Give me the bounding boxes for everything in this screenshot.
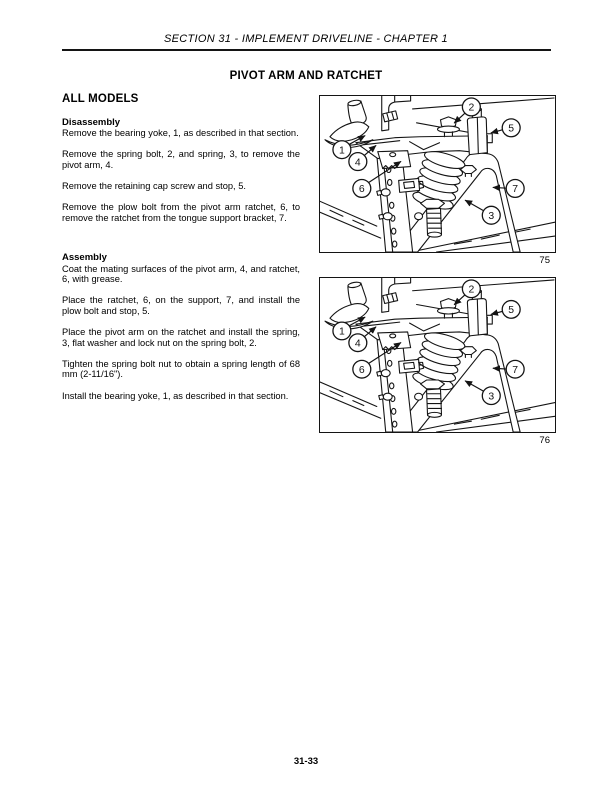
disassembly-heading: Disassembly	[62, 116, 121, 128]
figure-76-number: 76	[539, 435, 550, 446]
figure-76	[319, 277, 556, 433]
disassembly-paragraph: Remove the plow bolt from the pivot arm …	[62, 201, 300, 223]
page-title: PIVOT ARM AND RATCHET	[229, 70, 383, 82]
assembly-paragraph: Place the pivot arm on the ratchet and i…	[62, 327, 300, 348]
page-number: 31-33	[293, 756, 319, 767]
disassembly-paragraph: Remove the bearing yoke, 1, as described…	[62, 128, 299, 139]
figure-75-illustration	[320, 96, 555, 252]
page-header: SECTION 31 - IMPLEMENT DRIVELINE - CHAPT…	[164, 33, 448, 45]
assembly-paragraph: Place the ratchet, 6, on the support, 7,…	[62, 295, 300, 317]
assembly-paragraph: Install the bearing yoke, 1, as describe…	[62, 390, 289, 401]
header-rule	[62, 49, 551, 51]
disassembly-paragraph: Remove the retaining cap screw and stop,…	[62, 180, 246, 191]
figure-75	[319, 95, 556, 253]
disassembly-paragraph: Remove the spring bolt, 2, and spring, 3…	[62, 149, 300, 170]
models-heading: ALL MODELS	[62, 93, 139, 105]
assembly-paragraph: Coat the mating surfaces of the pivot ar…	[62, 263, 300, 285]
figure-76-illustration	[320, 278, 555, 432]
figure-75-number: 75	[539, 255, 550, 266]
assembly-heading: Assembly	[62, 252, 107, 264]
text-column: ALL MODELS Disassembly Remove the bearin…	[62, 93, 300, 401]
assembly-paragraph: Tighten the spring bolt nut to obtain a …	[62, 358, 300, 380]
